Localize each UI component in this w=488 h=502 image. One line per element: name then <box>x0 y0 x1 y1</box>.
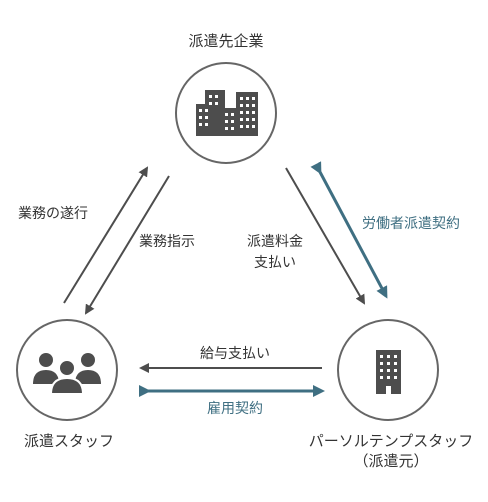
fee-payment-label-line1: 派遣料金 <box>247 234 303 250</box>
work-instructions-label: 業務指示 <box>139 234 195 250</box>
dispatch-contract-arrow <box>310 161 388 299</box>
dispatch-contract-label: 労働者派遣契約 <box>362 216 460 232</box>
agency-label-line1: パーソルテンプスタッフ <box>308 432 474 450</box>
task-performance-label: 業務の遂行 <box>18 206 88 222</box>
office-buildings-icon <box>196 90 258 136</box>
staff-label: 派遣スタッフ <box>24 432 115 450</box>
fee-payment-label-line2: 支払い <box>254 255 296 271</box>
work-instruction-arrow <box>84 175 170 315</box>
dispatch-destination-label: 派遣先企業 <box>188 32 264 50</box>
agency-label-line2: （派遣元） <box>353 452 429 470</box>
salary-payment-label: 給与支払い <box>200 346 270 362</box>
task-performance-arrow <box>63 166 149 304</box>
people-group-icon <box>33 353 101 395</box>
office-building-icon <box>376 350 401 394</box>
employment-contract-label: 雇用契約 <box>207 401 263 417</box>
